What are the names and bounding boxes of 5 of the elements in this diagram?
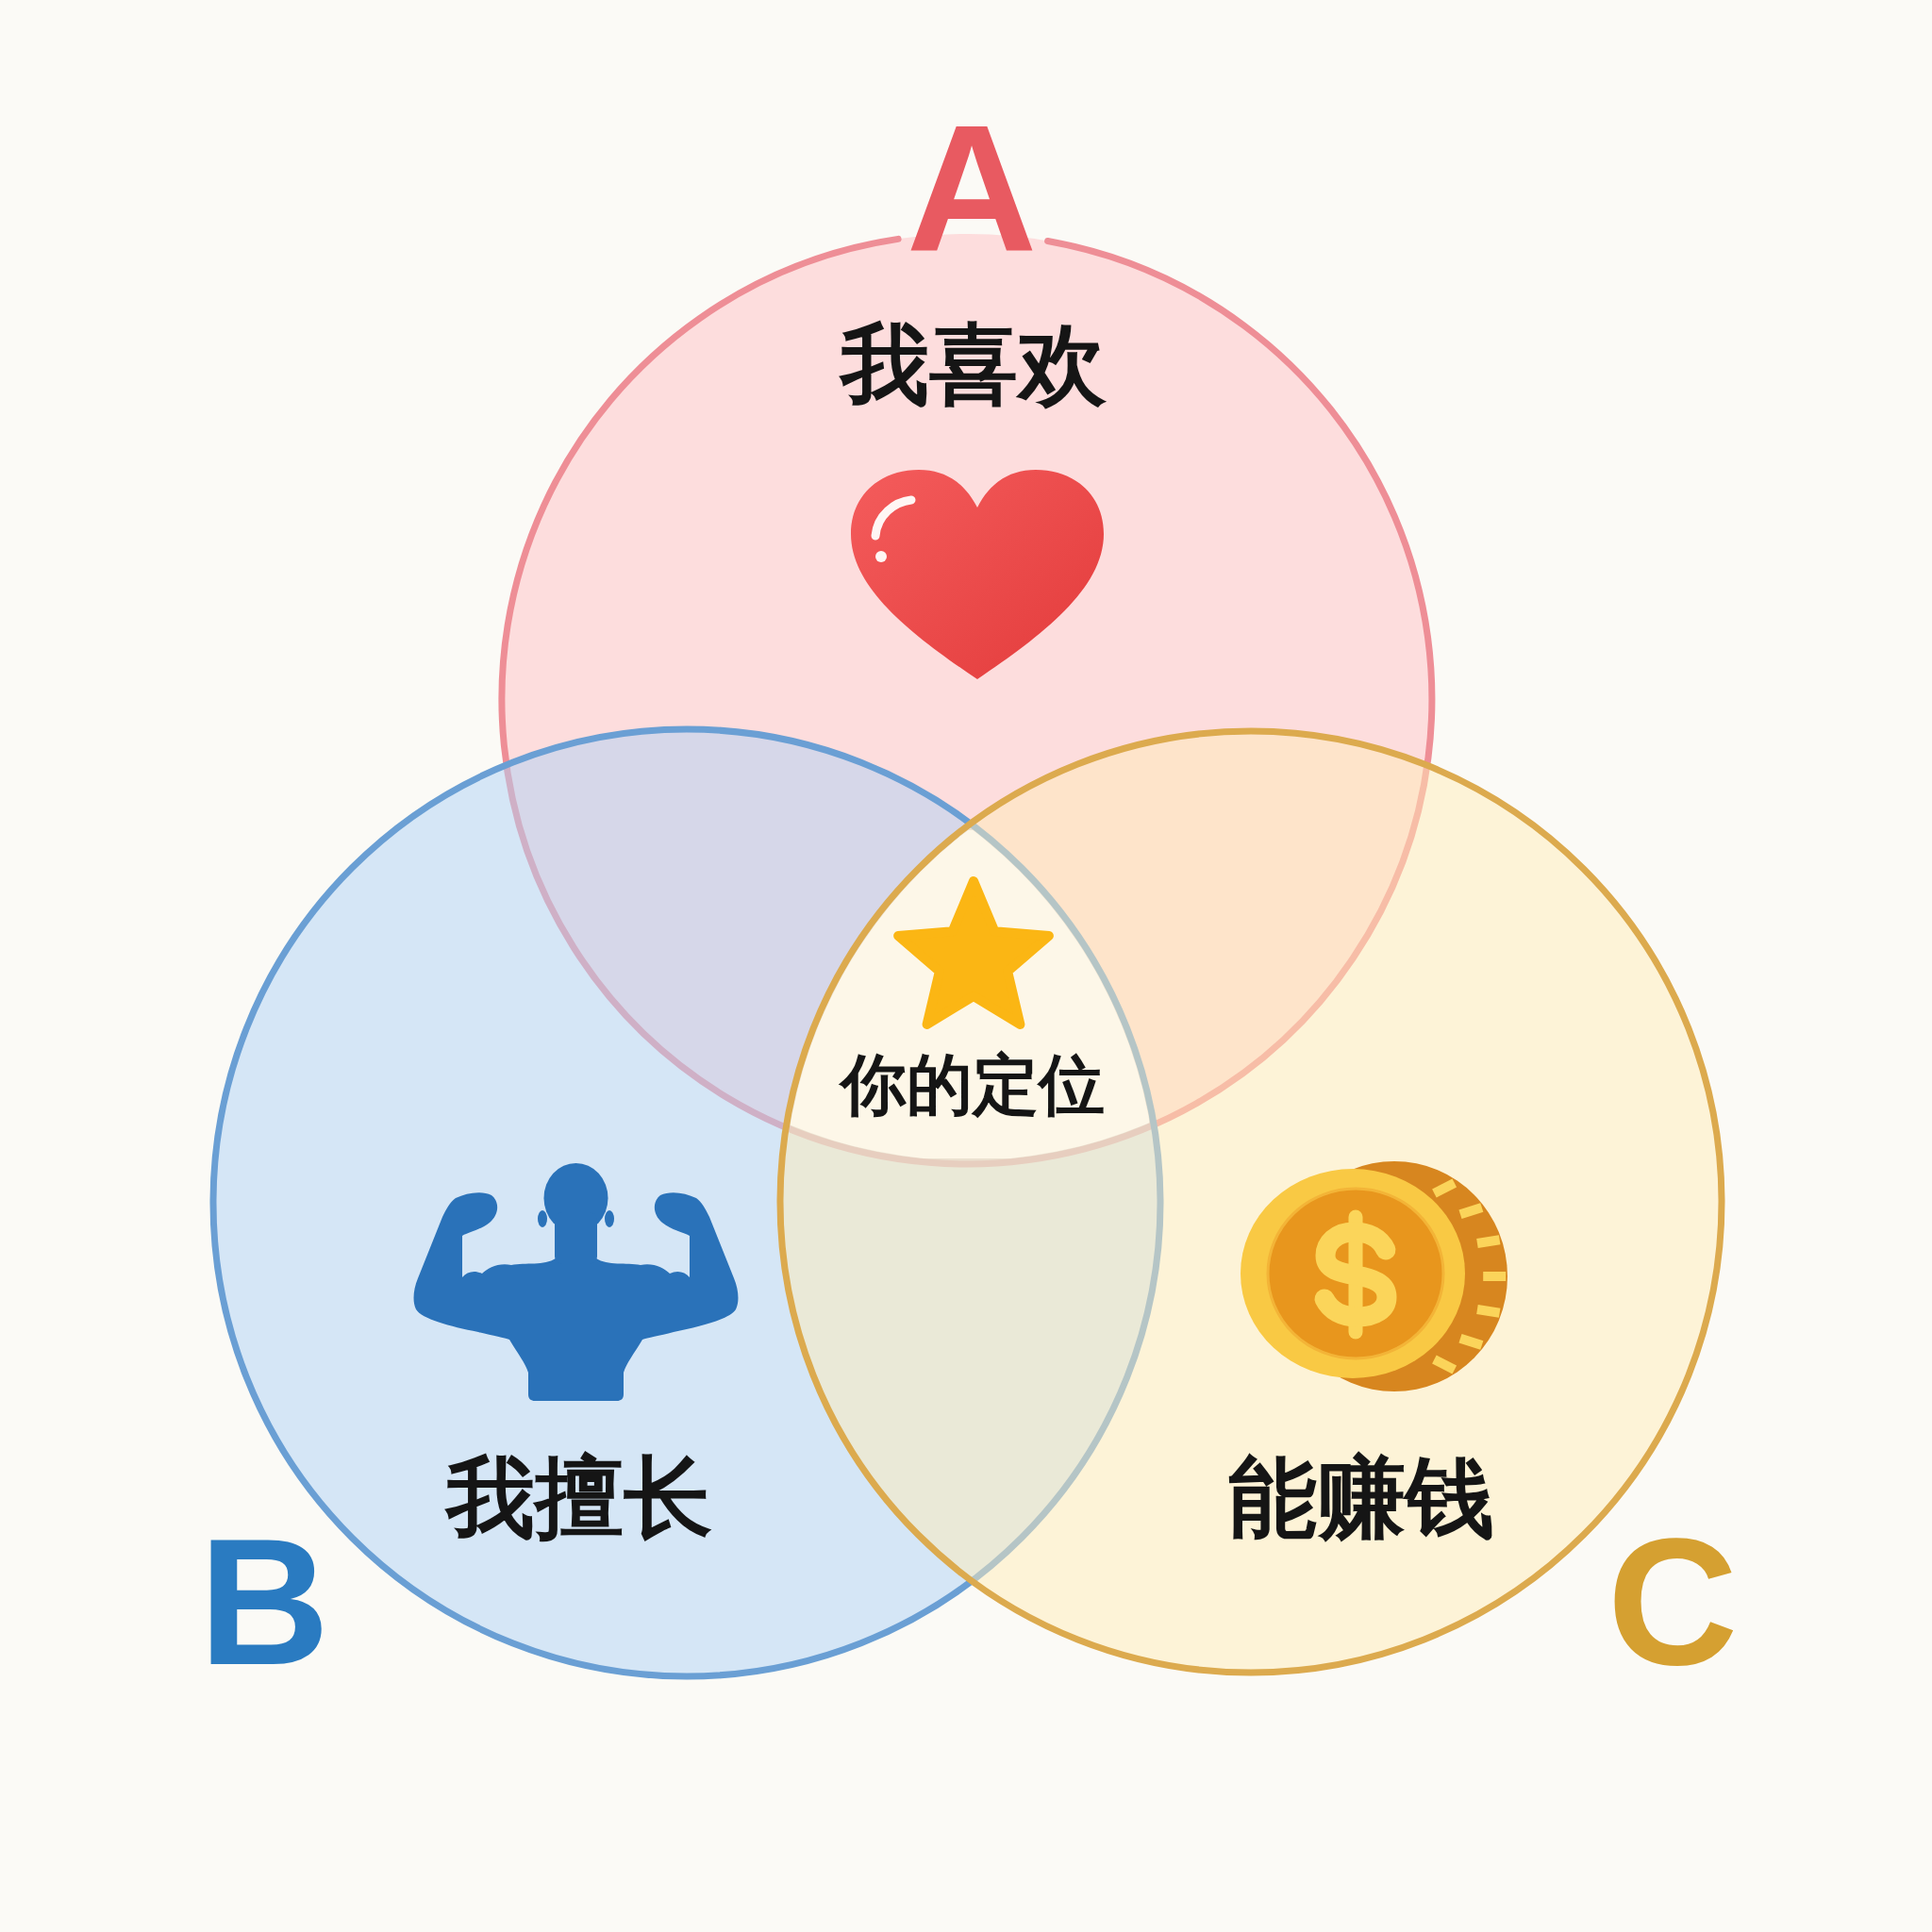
letter-label: A [906, 118, 1038, 259]
letter-label: B [198, 1531, 330, 1673]
circle-label: 我喜欢 [841, 321, 1107, 409]
center-label: 你的定位 [841, 1052, 1105, 1118]
letter-label: C [1607, 1531, 1739, 1673]
